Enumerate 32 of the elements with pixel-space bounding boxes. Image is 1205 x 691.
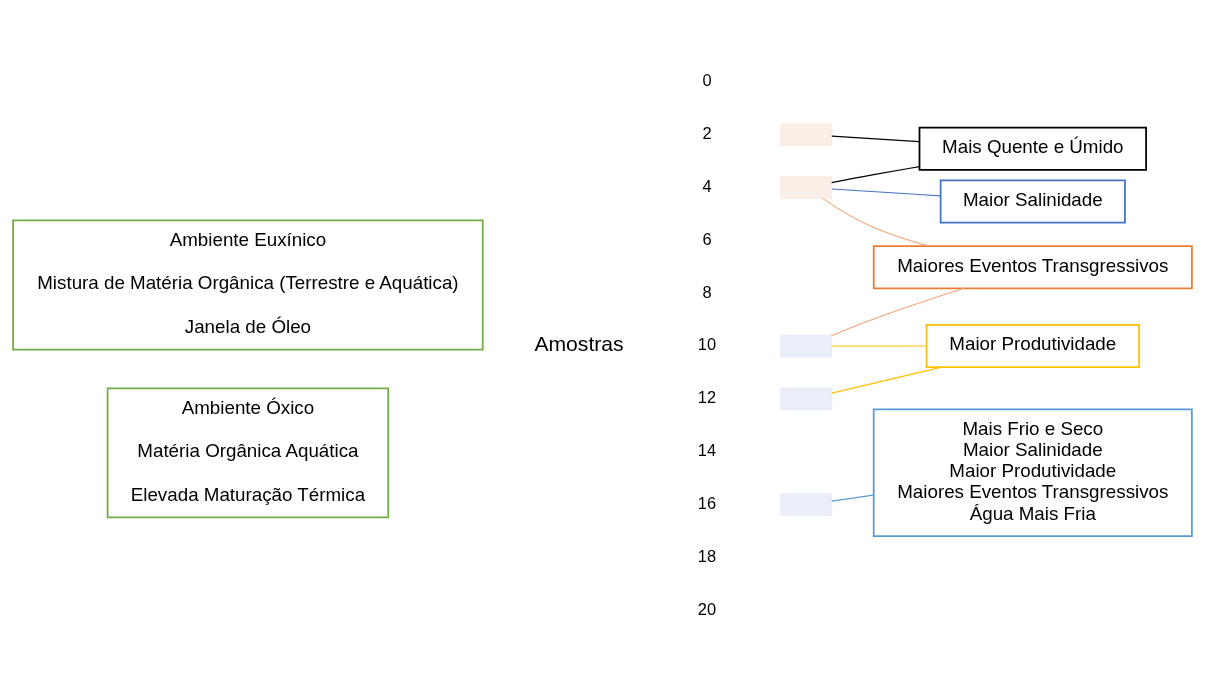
connector bbox=[831, 187, 941, 196]
label: Amostras bbox=[534, 331, 624, 355]
node-box: Mais Quente e Úmido bbox=[918, 126, 1147, 171]
node-bar bbox=[780, 492, 833, 516]
node-box: Maiores Eventos Transgressivos bbox=[872, 244, 1193, 289]
label: 10 bbox=[697, 334, 717, 353]
connector bbox=[831, 366, 943, 394]
label: 20 bbox=[697, 599, 717, 618]
label: 18 bbox=[697, 546, 717, 565]
node-box: Ambiente Óxico Matéria Orgânica Aquática Elevada Maturação Térmica bbox=[106, 386, 390, 518]
connector bbox=[831, 344, 927, 347]
node-bar bbox=[780, 175, 833, 199]
node-box: Maior Produtividade bbox=[925, 323, 1140, 368]
connector bbox=[831, 165, 920, 183]
node-box: Mais Frio e Seco Maior Salinidade Maior Produtividade Maiores Eventos Transgressivos Água Mais Fria bbox=[872, 408, 1193, 537]
node-bar bbox=[780, 386, 833, 410]
connector bbox=[831, 135, 920, 142]
label: 14 bbox=[697, 440, 717, 459]
node-bar bbox=[780, 122, 833, 146]
node-bar bbox=[780, 334, 833, 357]
label: 8 bbox=[702, 282, 712, 301]
label: 12 bbox=[697, 387, 717, 406]
label: 2 bbox=[702, 123, 712, 142]
node-box: Ambiente Euxínico Mistura de Matéria Orgânica (Terrestre e Aquática) Janela de Óleo bbox=[12, 219, 484, 350]
label: 4 bbox=[702, 176, 712, 195]
label: 16 bbox=[697, 493, 717, 512]
label: 0 bbox=[702, 70, 712, 89]
node-box: Maior Salinidade bbox=[939, 179, 1126, 224]
connector bbox=[830, 287, 964, 336]
label: 6 bbox=[702, 229, 712, 248]
connector bbox=[831, 494, 874, 502]
connector bbox=[821, 197, 930, 247]
